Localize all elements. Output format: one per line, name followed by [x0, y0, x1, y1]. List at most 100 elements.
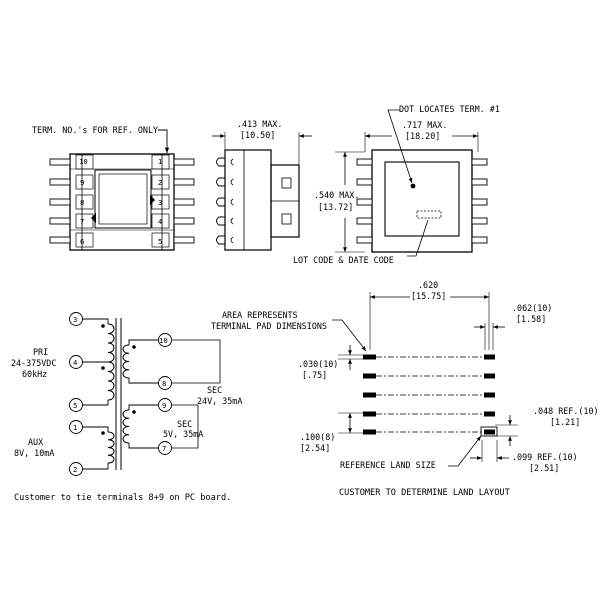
term-label-8: 8 — [80, 198, 84, 207]
sec1-title: SEC — [207, 385, 222, 395]
pin-label-3: 3 — [73, 315, 77, 324]
term-label-5: 5 — [158, 237, 162, 246]
pri-frequency: 60kHz — [22, 369, 47, 379]
winding-coil — [122, 344, 130, 379]
pin-label-10: 10 — [159, 336, 168, 345]
side-width-in: .413 MAX. — [237, 119, 282, 129]
pin-label-2: 2 — [73, 465, 77, 474]
winding-coils — [107, 323, 130, 464]
schematic: 3 4 5 1 2 10 8 9 7 PRI 24-375 — [11, 312, 242, 503]
pin-label-1: 1 — [73, 423, 77, 432]
land-pad-left — [363, 354, 376, 360]
schematic-footnote: Customer to tie terminals 8+9 on PC boar… — [14, 493, 231, 503]
front-term-box — [75, 174, 94, 190]
land-pattern: .620 [15.75] AREA REPRESENTS TERMINAL PA… — [211, 280, 599, 498]
side-pin-hook — [230, 198, 234, 206]
front-term-box — [151, 154, 170, 170]
polarity-dot — [101, 324, 105, 328]
land-pad-right — [484, 411, 495, 417]
top-core — [384, 161, 460, 237]
area-note-2: TERMINAL PAD DIMENSIONS — [211, 321, 327, 331]
pad-height-in: .030(10) — [298, 359, 338, 369]
front-term-box — [75, 194, 94, 210]
pin-label-8: 8 — [162, 379, 166, 388]
aux-rating: 8V, 10mA — [14, 448, 54, 458]
front-term-box — [151, 174, 170, 190]
ref-length-in: .099 REF.(10) — [512, 452, 578, 462]
pin-label-7: 7 — [162, 444, 166, 453]
land-pad-right — [484, 354, 495, 360]
lead-pin8 — [128, 378, 159, 384]
pin-label-4: 4 — [73, 358, 77, 367]
front-term-box — [151, 232, 170, 248]
term-label-7: 7 — [80, 217, 84, 226]
winding-coil — [107, 361, 115, 401]
top-width-mm: [18.20] — [405, 131, 440, 141]
front-pin-right — [173, 217, 195, 225]
ref-width-mm: [1.21] — [550, 417, 580, 427]
front-flange — [81, 153, 163, 251]
top-pin-left — [356, 158, 373, 166]
lot-code-leader — [407, 219, 429, 257]
lead-pin5 — [82, 400, 109, 406]
spacing-in: .100(8) — [300, 432, 335, 442]
lead-pin7 — [128, 443, 159, 449]
land-pad-right — [484, 392, 495, 398]
pad-width-in: .062(10) — [512, 303, 552, 313]
front-term-box — [151, 213, 170, 229]
sec2-title: SEC — [177, 419, 192, 429]
reference-land-outline — [480, 426, 498, 437]
terminal-1-dot — [410, 183, 416, 189]
pin-label-9: 9 — [162, 401, 166, 410]
lead-pin9 — [128, 404, 159, 410]
sec1-bracket — [172, 339, 221, 384]
ref-width-in: .048 REF.(10) — [533, 406, 599, 416]
polarity-dot — [101, 366, 105, 370]
top-height-mm: [13.72] — [318, 202, 353, 212]
area-note-1: AREA REPRESENTS — [222, 310, 298, 320]
winding-coil — [107, 431, 115, 464]
dot-note-leader — [387, 109, 413, 184]
lot-code-box — [416, 210, 442, 219]
pad-rows — [363, 354, 495, 435]
lead-pin2 — [82, 463, 109, 470]
land-pad-left — [363, 373, 376, 379]
lead-pin10 — [128, 339, 159, 345]
side-pin-hook — [230, 178, 234, 186]
front-pin-left — [49, 178, 71, 186]
ref-note-leader — [448, 435, 482, 467]
front-pin-left — [49, 158, 71, 166]
front-pin-right — [173, 198, 195, 206]
sec2-rating: 5V, 35mA — [163, 429, 203, 439]
lot-code-note: LOT CODE & DATE CODE — [293, 255, 394, 265]
pin7-polarity-mark — [91, 213, 96, 223]
land-pad-left — [363, 411, 376, 417]
side-core-slot — [281, 177, 292, 189]
polarity-dot — [132, 410, 136, 414]
top-pin-left — [356, 217, 373, 225]
land-pad-right — [484, 429, 495, 435]
term-label-2: 2 — [158, 178, 162, 187]
pri-title: PRI — [33, 347, 48, 357]
lead-pin3 — [82, 318, 109, 324]
side-view: .413 MAX. [10.50] — [212, 119, 312, 251]
term-label-10: 10 — [79, 157, 88, 166]
pitch-in: .620 — [418, 280, 438, 290]
pitch-mm: [15.75] — [411, 291, 446, 301]
front-pin-right — [173, 158, 195, 166]
side-pin — [216, 216, 225, 226]
side-pin — [216, 177, 225, 187]
land-footnote: CUSTOMER TO DETERMINE LAND LAYOUT — [339, 488, 510, 498]
pad-height-mm: [.75] — [302, 370, 327, 380]
term-label-1: 1 — [158, 157, 162, 166]
front-core-window — [94, 169, 152, 229]
side-pin-hook — [230, 158, 234, 166]
front-pin-right — [173, 236, 195, 244]
side-pin — [216, 157, 225, 167]
side-pin-hook — [230, 217, 234, 225]
top-width-in: .717 MAX. — [402, 120, 447, 130]
area-note-leader — [332, 319, 367, 352]
aux-title: AUX — [28, 437, 43, 447]
polarity-dot — [132, 345, 136, 349]
